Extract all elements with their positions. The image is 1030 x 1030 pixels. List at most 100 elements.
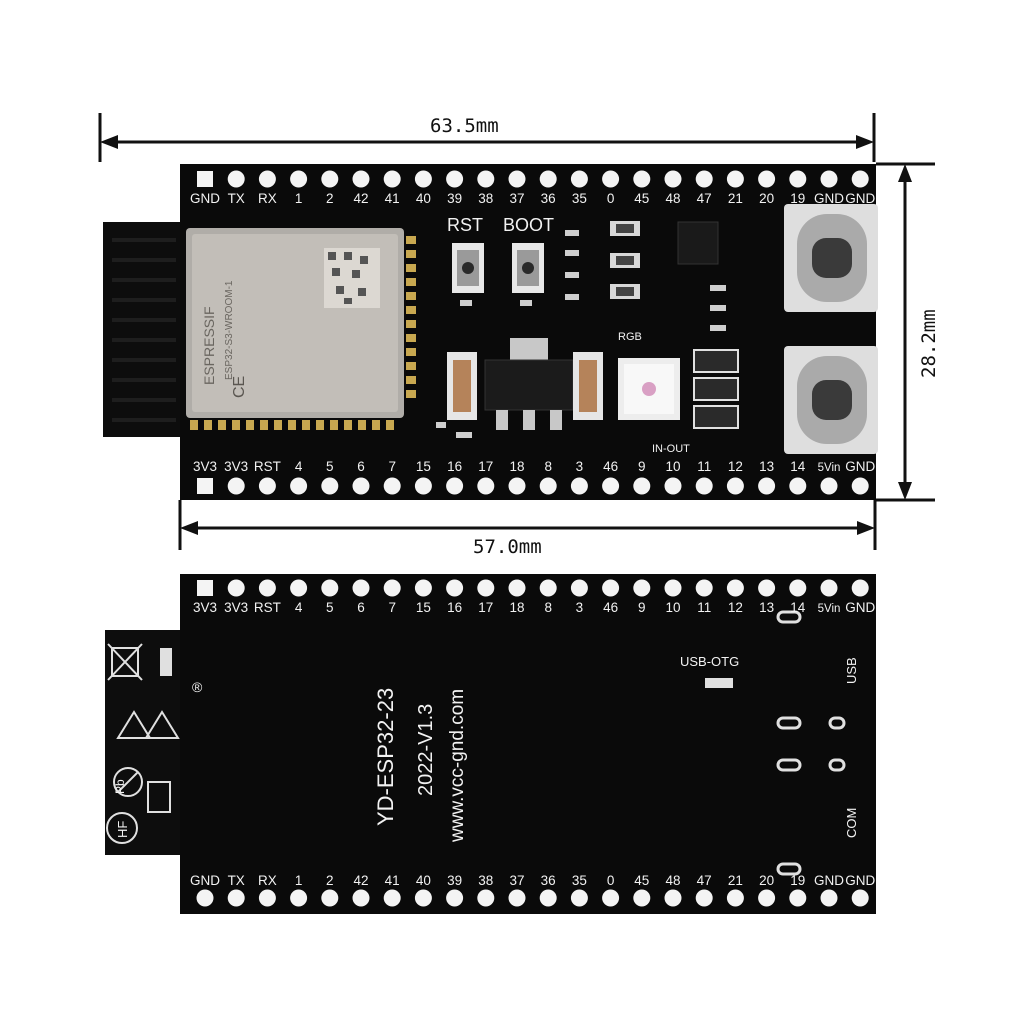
header-pin-hole [321,477,339,495]
boot-button[interactable] [512,243,544,293]
header-pin-hole [477,170,495,188]
pin-label: 40 [416,191,431,206]
pin-label: 38 [478,873,493,888]
rgb-led [618,358,680,420]
header-pin-hole [508,477,526,495]
pin-label: 9 [638,600,646,615]
pin-label: GND [814,873,844,888]
header-pin-hole [197,580,213,596]
pin-label: 3V3 [193,600,217,615]
header-pin-hole [383,579,401,597]
header-pin-hole [508,579,526,597]
pin-label: GND [190,191,220,206]
diodes [693,349,739,429]
header-pin-hole [633,170,651,188]
pin-label: 1 [295,873,303,888]
pin-label: 13 [759,459,774,474]
header-pin-hole [570,889,588,907]
pin-label: 5 [326,600,334,615]
usb-label: USB [844,657,859,684]
header-pin-hole [570,477,588,495]
header-pin-hole [414,170,432,188]
pin-label: 17 [478,600,493,615]
pin-label: 12 [728,600,743,615]
pin-label: 16 [447,600,462,615]
header-pin-hole [789,889,807,907]
header-pin-hole [539,477,557,495]
pin-label: 8 [544,459,552,474]
pin-label: 12 [728,459,743,474]
pin-label: 37 [509,191,524,206]
module-pads [190,236,416,430]
header-pin-hole [539,889,557,907]
header-pin-hole [633,889,651,907]
chip-ic [677,221,719,265]
pin-label: 20 [759,873,774,888]
header-pin-hole [477,579,495,597]
usb-mount-pads [776,610,846,876]
module-model: ESP32-S3-WROOM-1 [224,280,235,380]
pin-label: 18 [509,459,524,474]
board-version: 2022-V1.3 [415,704,437,796]
capacitor-left [447,352,477,420]
header-pin-hole [851,170,869,188]
header-pin-hole [477,477,495,495]
pin-label: 8 [544,600,552,615]
header-pin-hole [695,477,713,495]
pin-label: 5Vin [818,462,841,474]
header-pin-hole [726,889,744,907]
module-qr-box [147,781,171,813]
pin-label: 21 [728,191,743,206]
pin-label: 48 [665,873,680,888]
header-pin-hole [758,170,776,188]
usb-c-connector-bottom[interactable] [784,346,878,454]
header-pin-hole [851,889,869,907]
header-pin-hole [352,579,370,597]
pin-label: 46 [603,459,618,474]
pin-label: 0 [607,191,615,206]
header-pin-hole [197,171,213,187]
pin-label: 47 [697,191,712,206]
pin-label: RX [258,191,277,206]
board-website: www.vcc-gnd.com [447,689,468,843]
header-pin-hole [321,889,339,907]
module-ce-mark: CE [231,376,248,398]
pin-label: 46 [603,600,618,615]
hf-label: HF [115,821,130,838]
header-pin-hole [446,170,464,188]
header-pin-hole [789,477,807,495]
pin-label: 4 [295,459,303,474]
pin-label: TX [228,873,245,888]
usb-otg-jumper[interactable] [705,678,733,688]
pin-label: 11 [697,600,711,615]
pin-label: 35 [572,873,587,888]
usb-c-connector-top[interactable] [784,204,878,312]
pin-label: 0 [607,873,615,888]
header-pin-hole [851,579,869,597]
header-pin-hole [383,170,401,188]
header-pin-hole [227,889,245,907]
dimension-header-label: 57.0mm [473,536,542,558]
pin-label: RST [254,459,281,474]
pin-label: 7 [388,600,396,615]
header-pin-hole [227,170,245,188]
header-pin-hole [539,170,557,188]
header-pin-hole [633,579,651,597]
pin-label: 18 [509,600,524,615]
pin-label: 2 [326,191,334,206]
pin-label: 13 [759,600,774,615]
pin-label: 6 [357,600,365,615]
boot-button-label: BOOT [503,215,554,235]
header-pin-hole [383,889,401,907]
pin-label: 7 [388,459,396,474]
pin-label: GND [190,873,220,888]
pin-label: 3V3 [224,459,248,474]
header-pin-hole [726,477,744,495]
smd-parts [436,230,726,438]
rst-button[interactable] [452,243,484,293]
header-pin-hole [197,478,213,494]
header-pin-hole [508,170,526,188]
header-pin-hole [414,889,432,907]
header-pin-hole [539,579,557,597]
header-pin-hole [695,889,713,907]
